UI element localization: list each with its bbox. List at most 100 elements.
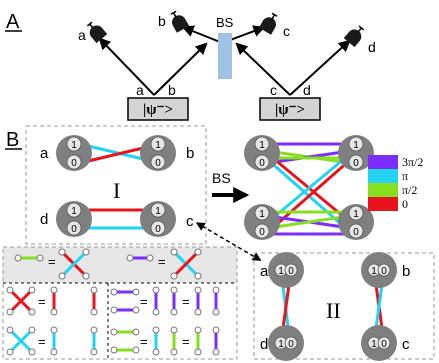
id5-rhs2-v2 <box>194 308 202 316</box>
id5-rhs-v4 <box>170 308 178 316</box>
node-a-level-0 <box>66 154 82 170</box>
box-two-node-a-name: a <box>260 263 269 280</box>
box-two-node-c-label-0: 0 <box>381 339 387 350</box>
source-1-port-a: a <box>136 82 144 98</box>
identity-lower-left: = = <box>6 286 98 356</box>
result-node-bl: 1 0 <box>244 204 280 240</box>
id6-rhs2-v2 <box>194 348 202 356</box>
id3-v4 <box>28 308 36 316</box>
bs-arrow-label: BS <box>212 170 231 186</box>
id5-rhs-v2 <box>152 308 160 316</box>
id6-rhs-v3 <box>170 326 178 334</box>
panel-b-label: B <box>6 129 19 151</box>
id1-rhs-v3 <box>58 272 66 280</box>
node-c-disc <box>140 201 176 237</box>
node-d-name: d <box>40 211 48 228</box>
id2-rhs-v4 <box>194 272 202 280</box>
source-1-box <box>127 97 189 121</box>
id2-rhs-v2 <box>194 248 202 256</box>
box-two-node-b: 1 0 b <box>361 252 410 288</box>
id3-lhs-edge-2 <box>8 288 34 314</box>
id6-rhs2-v3 <box>212 326 220 334</box>
id2-rhs-edge-2 <box>172 250 200 278</box>
result-node-bl-label-0: 0 <box>259 227 265 238</box>
detector-c-icon <box>258 12 278 35</box>
id5-rhs-v1 <box>152 286 160 294</box>
id5-rhs2-v3 <box>212 286 220 294</box>
id5-rhs-v3 <box>170 286 178 294</box>
legend-label-0: 0 <box>402 197 408 211</box>
id3-v2 <box>28 286 36 294</box>
node-d-label-1: 1 <box>71 206 77 217</box>
panel-a-label: A <box>6 11 20 33</box>
id6-equals: = <box>140 334 148 349</box>
source-2-port-c: c <box>270 82 277 98</box>
identity-row-top: = = <box>14 248 202 280</box>
beamsplitter-label: BS <box>216 15 234 30</box>
node-b-label-0: 0 <box>155 158 161 169</box>
node-a-name: a <box>40 145 49 162</box>
detector-b-label: b <box>158 13 166 29</box>
identity-lower-right: = = = = <box>110 286 220 356</box>
detector-a-icon <box>86 21 108 44</box>
id1-equals: = <box>48 254 56 269</box>
panel-a: A BS a <box>5 10 376 121</box>
beam-a <box>98 37 155 96</box>
result-node-tr-level-1 <box>348 136 364 152</box>
phase-legend: 3π/2 π π/2 0 <box>368 155 423 211</box>
result-edge-8 <box>266 158 352 234</box>
result-edge-11 <box>266 214 352 230</box>
id4-v1 <box>6 326 14 334</box>
result-node-tl: 1 0 <box>244 135 280 171</box>
source-2-state: |ψ⁻> <box>275 102 305 118</box>
legend-swatch-pi <box>368 169 398 183</box>
id5-equals-2: = <box>182 294 190 309</box>
result-node-bl-level-1 <box>254 205 270 221</box>
id4-lhs-edge-2 <box>8 328 34 354</box>
id3-rhs-v1 <box>50 286 58 294</box>
result-node-tr-level-0 <box>348 154 364 170</box>
id6-rhs-v4 <box>170 348 178 356</box>
node-c-label-1: 1 <box>155 206 161 217</box>
id1-lhs-v1 <box>14 254 22 262</box>
node-b-level-1 <box>150 136 166 152</box>
node-d: 1 0 d <box>40 201 92 237</box>
node-c: 1 0 c <box>140 201 194 237</box>
box-two-node-c-name: c <box>402 336 410 353</box>
detector-d: d <box>343 25 376 55</box>
result-node-tr: 1 0 <box>338 135 374 171</box>
id4-rhs-v1 <box>50 326 58 334</box>
beamsplitter <box>218 33 232 79</box>
box-two-node-c-level-0 <box>377 336 391 350</box>
box-two-node-c: 1 0 c <box>361 325 410 361</box>
box-two-node-b-level-0 <box>377 263 391 277</box>
box-two-node-d-name: d <box>260 336 268 353</box>
id6-v3 <box>110 346 118 354</box>
result-node-tr-disc <box>338 135 374 171</box>
source-2-port-d: d <box>303 82 311 98</box>
result-node-tl-disc <box>244 135 280 171</box>
id2-lhs-v2 <box>146 254 154 262</box>
result-node-br-level-1 <box>348 205 364 221</box>
legend-swatch-pi2 <box>368 183 398 197</box>
node-b-disc <box>140 135 176 171</box>
node-c-name: c <box>186 213 194 230</box>
id6-v1 <box>110 328 118 336</box>
result-node-br-label-1: 1 <box>353 209 359 220</box>
id4-rhs-v4 <box>90 348 98 356</box>
id5-v4 <box>132 306 140 314</box>
box-two-node-a-level-0 <box>284 263 298 277</box>
result-node-bl-label-1: 1 <box>259 209 265 220</box>
id3-v3 <box>6 308 14 316</box>
id5-equals: = <box>140 294 148 309</box>
id5-rhs2-v1 <box>194 286 202 294</box>
result-node-br: 1 0 <box>338 204 374 240</box>
detector-a-label: a <box>78 27 86 43</box>
node-c-label-0: 0 <box>155 224 161 235</box>
detector-d-icon <box>343 25 365 48</box>
id6-rhs-v2 <box>152 348 160 356</box>
result-node-br-label-0: 0 <box>353 227 359 238</box>
source-2: |ψ⁻> c d <box>259 82 321 121</box>
node-d-disc <box>56 201 92 237</box>
